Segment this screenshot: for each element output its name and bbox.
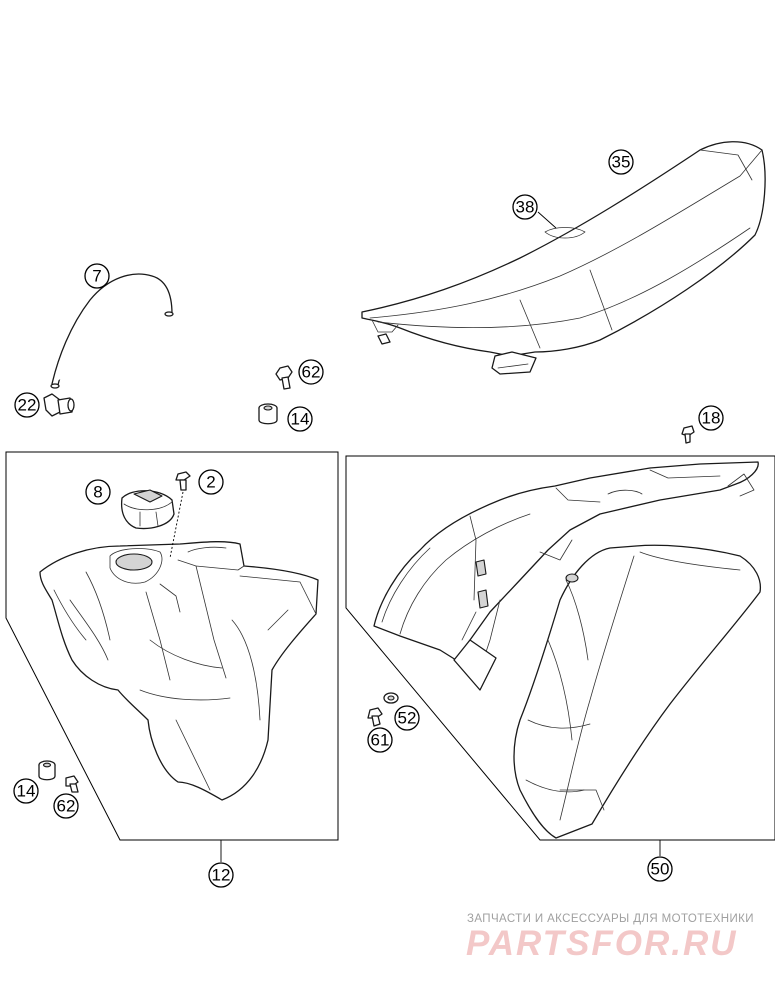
shroud-washer-part[interactable]: [383, 692, 399, 704]
watermark-tagline: ЗАПЧАСТИ И АКСЕССУАРЫ ДЛЯ МОТОТЕХНИКИ: [467, 913, 754, 925]
callout-14-upper[interactable]: 14: [287, 406, 313, 432]
radiator-shroud-group-frame: [345, 455, 775, 841]
callout-38[interactable]: 38: [512, 194, 538, 220]
callout-18[interactable]: 18: [698, 405, 724, 431]
watermark-logo: PARTSFOR.RU: [466, 924, 738, 963]
callout-12[interactable]: 12: [208, 862, 234, 888]
callout-50[interactable]: 50: [647, 856, 673, 882]
callout-2-label: 2: [206, 473, 215, 492]
spacer-part-upper[interactable]: [258, 403, 278, 425]
callout-61[interactable]: 61: [367, 727, 393, 753]
callout-52-label: 52: [398, 709, 417, 728]
callout-7[interactable]: 7: [84, 263, 110, 289]
bolt-part-upper[interactable]: [275, 365, 293, 390]
callout-14-lower-label: 14: [17, 782, 36, 801]
callout-8[interactable]: 8: [85, 479, 111, 505]
callout-35[interactable]: 35: [608, 149, 634, 175]
callout-62-lower[interactable]: 62: [53, 793, 79, 819]
callout-35-label: 35: [612, 153, 631, 172]
callout-61-label: 61: [371, 731, 390, 750]
callout-50-label: 50: [651, 860, 670, 879]
callout-12-label: 12: [212, 866, 231, 885]
callout-62-upper-label: 62: [302, 363, 321, 382]
callout-52[interactable]: 52: [394, 705, 420, 731]
callout-14-upper-label: 14: [291, 410, 310, 429]
callout-7-label: 7: [92, 267, 101, 286]
callout-22-label: 22: [18, 396, 37, 415]
hose-fitting-part[interactable]: [43, 393, 75, 417]
fuel-hose-part[interactable]: [50, 273, 174, 389]
fuel-tank-cap-part[interactable]: [120, 489, 175, 530]
shroud-bolt-part[interactable]: [367, 707, 383, 727]
callout-22[interactable]: 22: [14, 392, 40, 418]
bolt-part-lower[interactable]: [65, 775, 79, 793]
callout-8-label: 8: [93, 483, 102, 502]
callout-62-upper[interactable]: 62: [298, 359, 324, 385]
callout-62-lower-label: 62: [57, 797, 76, 816]
callout-18-label: 18: [702, 409, 721, 428]
fuel-tank-part[interactable]: [39, 541, 319, 801]
callout-2[interactable]: 2: [198, 469, 224, 495]
radiator-shroud-part[interactable]: [373, 461, 762, 839]
tank-screw-part[interactable]: [169, 471, 191, 559]
callout-38-label: 38: [516, 198, 535, 217]
spacer-part-lower[interactable]: [38, 760, 56, 781]
screw-part[interactable]: [681, 425, 695, 444]
seat-part[interactable]: [361, 141, 766, 375]
callout-14-lower[interactable]: 14: [13, 778, 39, 804]
fuel-tank-group-frame: [5, 451, 339, 841]
